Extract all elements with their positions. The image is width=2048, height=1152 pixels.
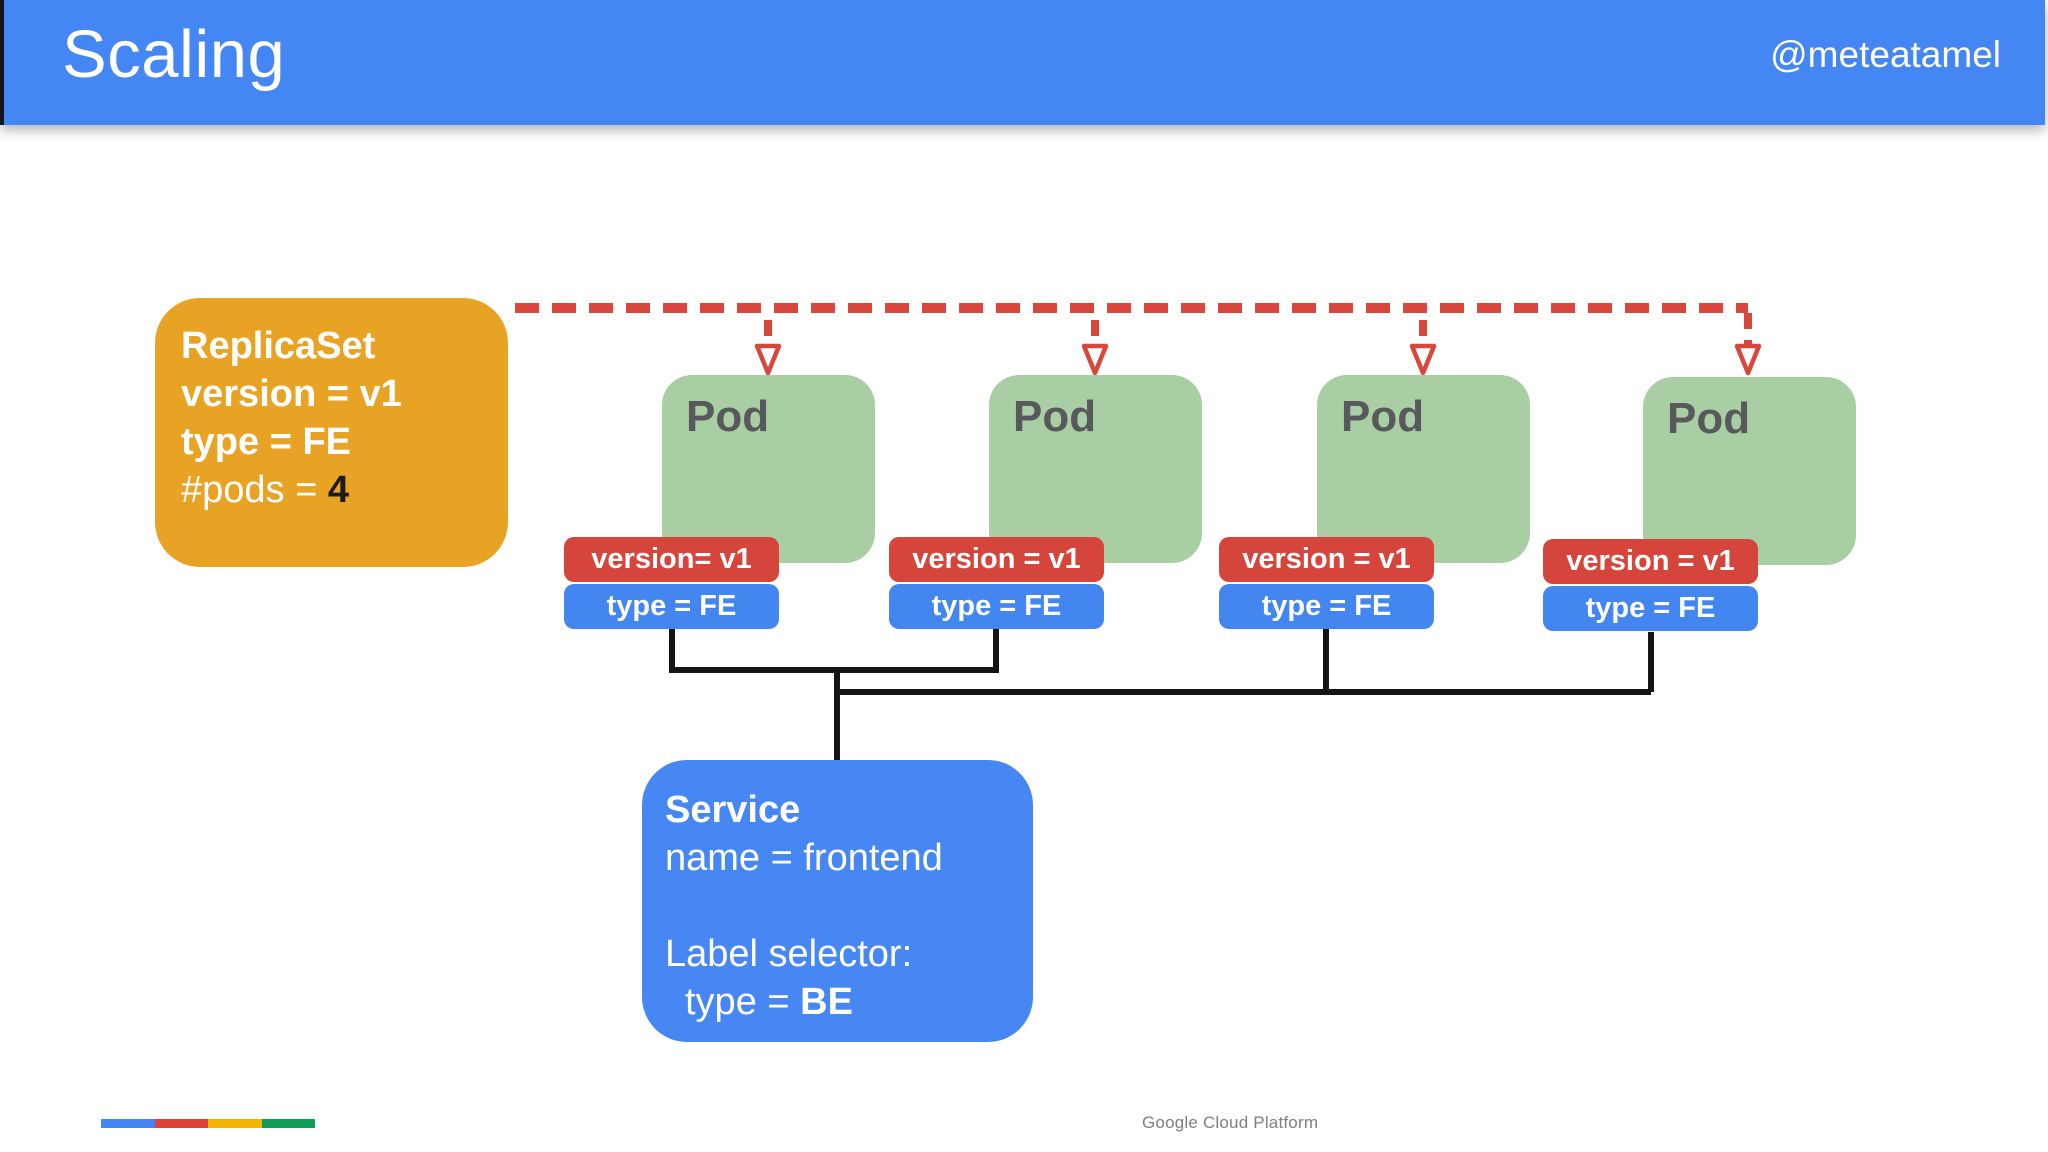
arrowhead-icon bbox=[1081, 343, 1109, 376]
service-title: Service bbox=[665, 789, 801, 831]
pod-label: Pod bbox=[1341, 392, 1425, 441]
slide-header: Scaling @meteatamel bbox=[0, 0, 2045, 125]
bar-segment-yellow bbox=[208, 1119, 262, 1128]
replicaset-pods-line: #pods = 4 bbox=[181, 469, 349, 511]
pod-1-type-badge: type = FE bbox=[564, 584, 779, 629]
pod-3-version-badge: version = v1 bbox=[1219, 537, 1434, 582]
type-badge-label: type = FE bbox=[931, 590, 1062, 622]
service-name-line: name = frontend bbox=[665, 837, 943, 879]
version-badge-label: version = v1 bbox=[1566, 545, 1735, 577]
service-connector-lines bbox=[669, 627, 1654, 761]
type-badge-label: type = FE bbox=[1585, 592, 1716, 624]
arrowhead-icon bbox=[1734, 343, 1762, 376]
pod-2-version-badge: version = v1 bbox=[889, 537, 1104, 582]
replicaset-version-line: version = v1 bbox=[181, 373, 402, 415]
pod-2-type-badge: type = FE bbox=[889, 584, 1104, 629]
version-badge-label: version = v1 bbox=[912, 543, 1081, 575]
twitter-handle: @meteatamel bbox=[1770, 34, 2001, 75]
type-badge-label: type = FE bbox=[606, 590, 737, 622]
pod-4-version-badge: version = v1 bbox=[1543, 539, 1758, 584]
selector-value: BE bbox=[800, 981, 853, 1023]
arrowhead-icon bbox=[754, 343, 782, 376]
pod-box-2: Pod bbox=[989, 375, 1202, 563]
pods-count: 4 bbox=[327, 469, 349, 511]
google-colors-bar bbox=[101, 1119, 315, 1128]
service-selector-line: type = BE bbox=[685, 981, 853, 1023]
replicaset-selector-dashed-line bbox=[515, 303, 1762, 376]
pod-box-4: Pod bbox=[1643, 377, 1856, 565]
service-blank-line bbox=[665, 882, 1033, 930]
left-edge-sliver bbox=[0, 0, 4, 125]
bar-segment-blue bbox=[101, 1119, 155, 1128]
service-box: Service name = frontend Label selector: … bbox=[642, 760, 1033, 1042]
service-selector-heading: Label selector: bbox=[665, 933, 913, 975]
replicaset-box: ReplicaSet version = v1 type = FE #pods … bbox=[155, 298, 508, 567]
arrowhead-icon bbox=[1409, 343, 1437, 376]
replicaset-type-line: type = FE bbox=[181, 421, 351, 463]
type-badge-label: type = FE bbox=[1261, 590, 1392, 622]
pod-1-version-badge: version= v1 bbox=[564, 537, 779, 582]
bar-segment-red bbox=[154, 1119, 208, 1128]
pod-label: Pod bbox=[1013, 392, 1097, 441]
brand-text: Google Cloud Platform bbox=[1142, 1113, 1319, 1132]
version-badge-label: version= v1 bbox=[591, 543, 752, 575]
pod-box-1: Pod bbox=[662, 375, 875, 563]
pod-box-3: Pod bbox=[1317, 375, 1530, 563]
pod-label: Pod bbox=[1667, 394, 1751, 443]
bar-segment-green bbox=[261, 1119, 315, 1128]
replicaset-title: ReplicaSet bbox=[181, 325, 376, 367]
page-title: Scaling bbox=[62, 17, 286, 92]
pod-label: Pod bbox=[686, 392, 770, 441]
version-badge-label: version = v1 bbox=[1242, 543, 1411, 575]
pod-3-type-badge: type = FE bbox=[1219, 584, 1434, 629]
pod-4-type-badge: type = FE bbox=[1543, 586, 1758, 631]
